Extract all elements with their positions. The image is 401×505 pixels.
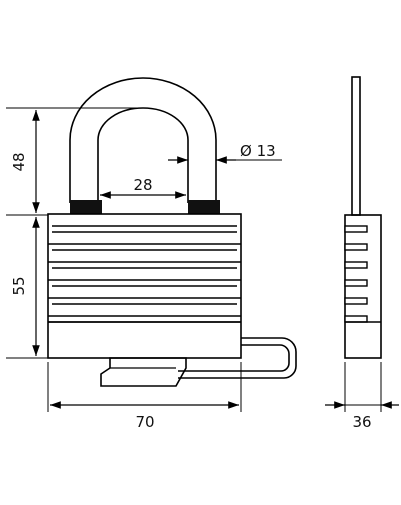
shackle-right-band — [188, 200, 220, 214]
dim-body-width: 70 — [47, 362, 242, 431]
dim-shackle-height: 48 — [10, 110, 40, 213]
lock-body — [47, 213, 242, 359]
dim-shackle-diameter-label: Ø 13 — [240, 142, 276, 160]
dim-thickness: 36 — [325, 362, 399, 431]
dim-shackle-inner-width: 28 — [100, 176, 186, 199]
side-view — [344, 76, 382, 359]
dim-body-height-label: 55 — [10, 276, 28, 295]
shackle — [69, 77, 220, 214]
dim-shackle-inner-width-label: 28 — [133, 176, 152, 194]
dim-body-height: 55 — [10, 217, 40, 356]
side-ribs — [344, 225, 368, 323]
body-ribs — [48, 225, 241, 323]
keyhole-cover — [100, 337, 297, 387]
dim-body-width-label: 70 — [135, 413, 154, 431]
dim-shackle-diameter: Ø 13 — [168, 142, 282, 164]
dim-shackle-height-label: 48 — [10, 152, 28, 171]
shackle-left-band — [70, 200, 102, 214]
dim-thickness-label: 36 — [352, 413, 371, 431]
